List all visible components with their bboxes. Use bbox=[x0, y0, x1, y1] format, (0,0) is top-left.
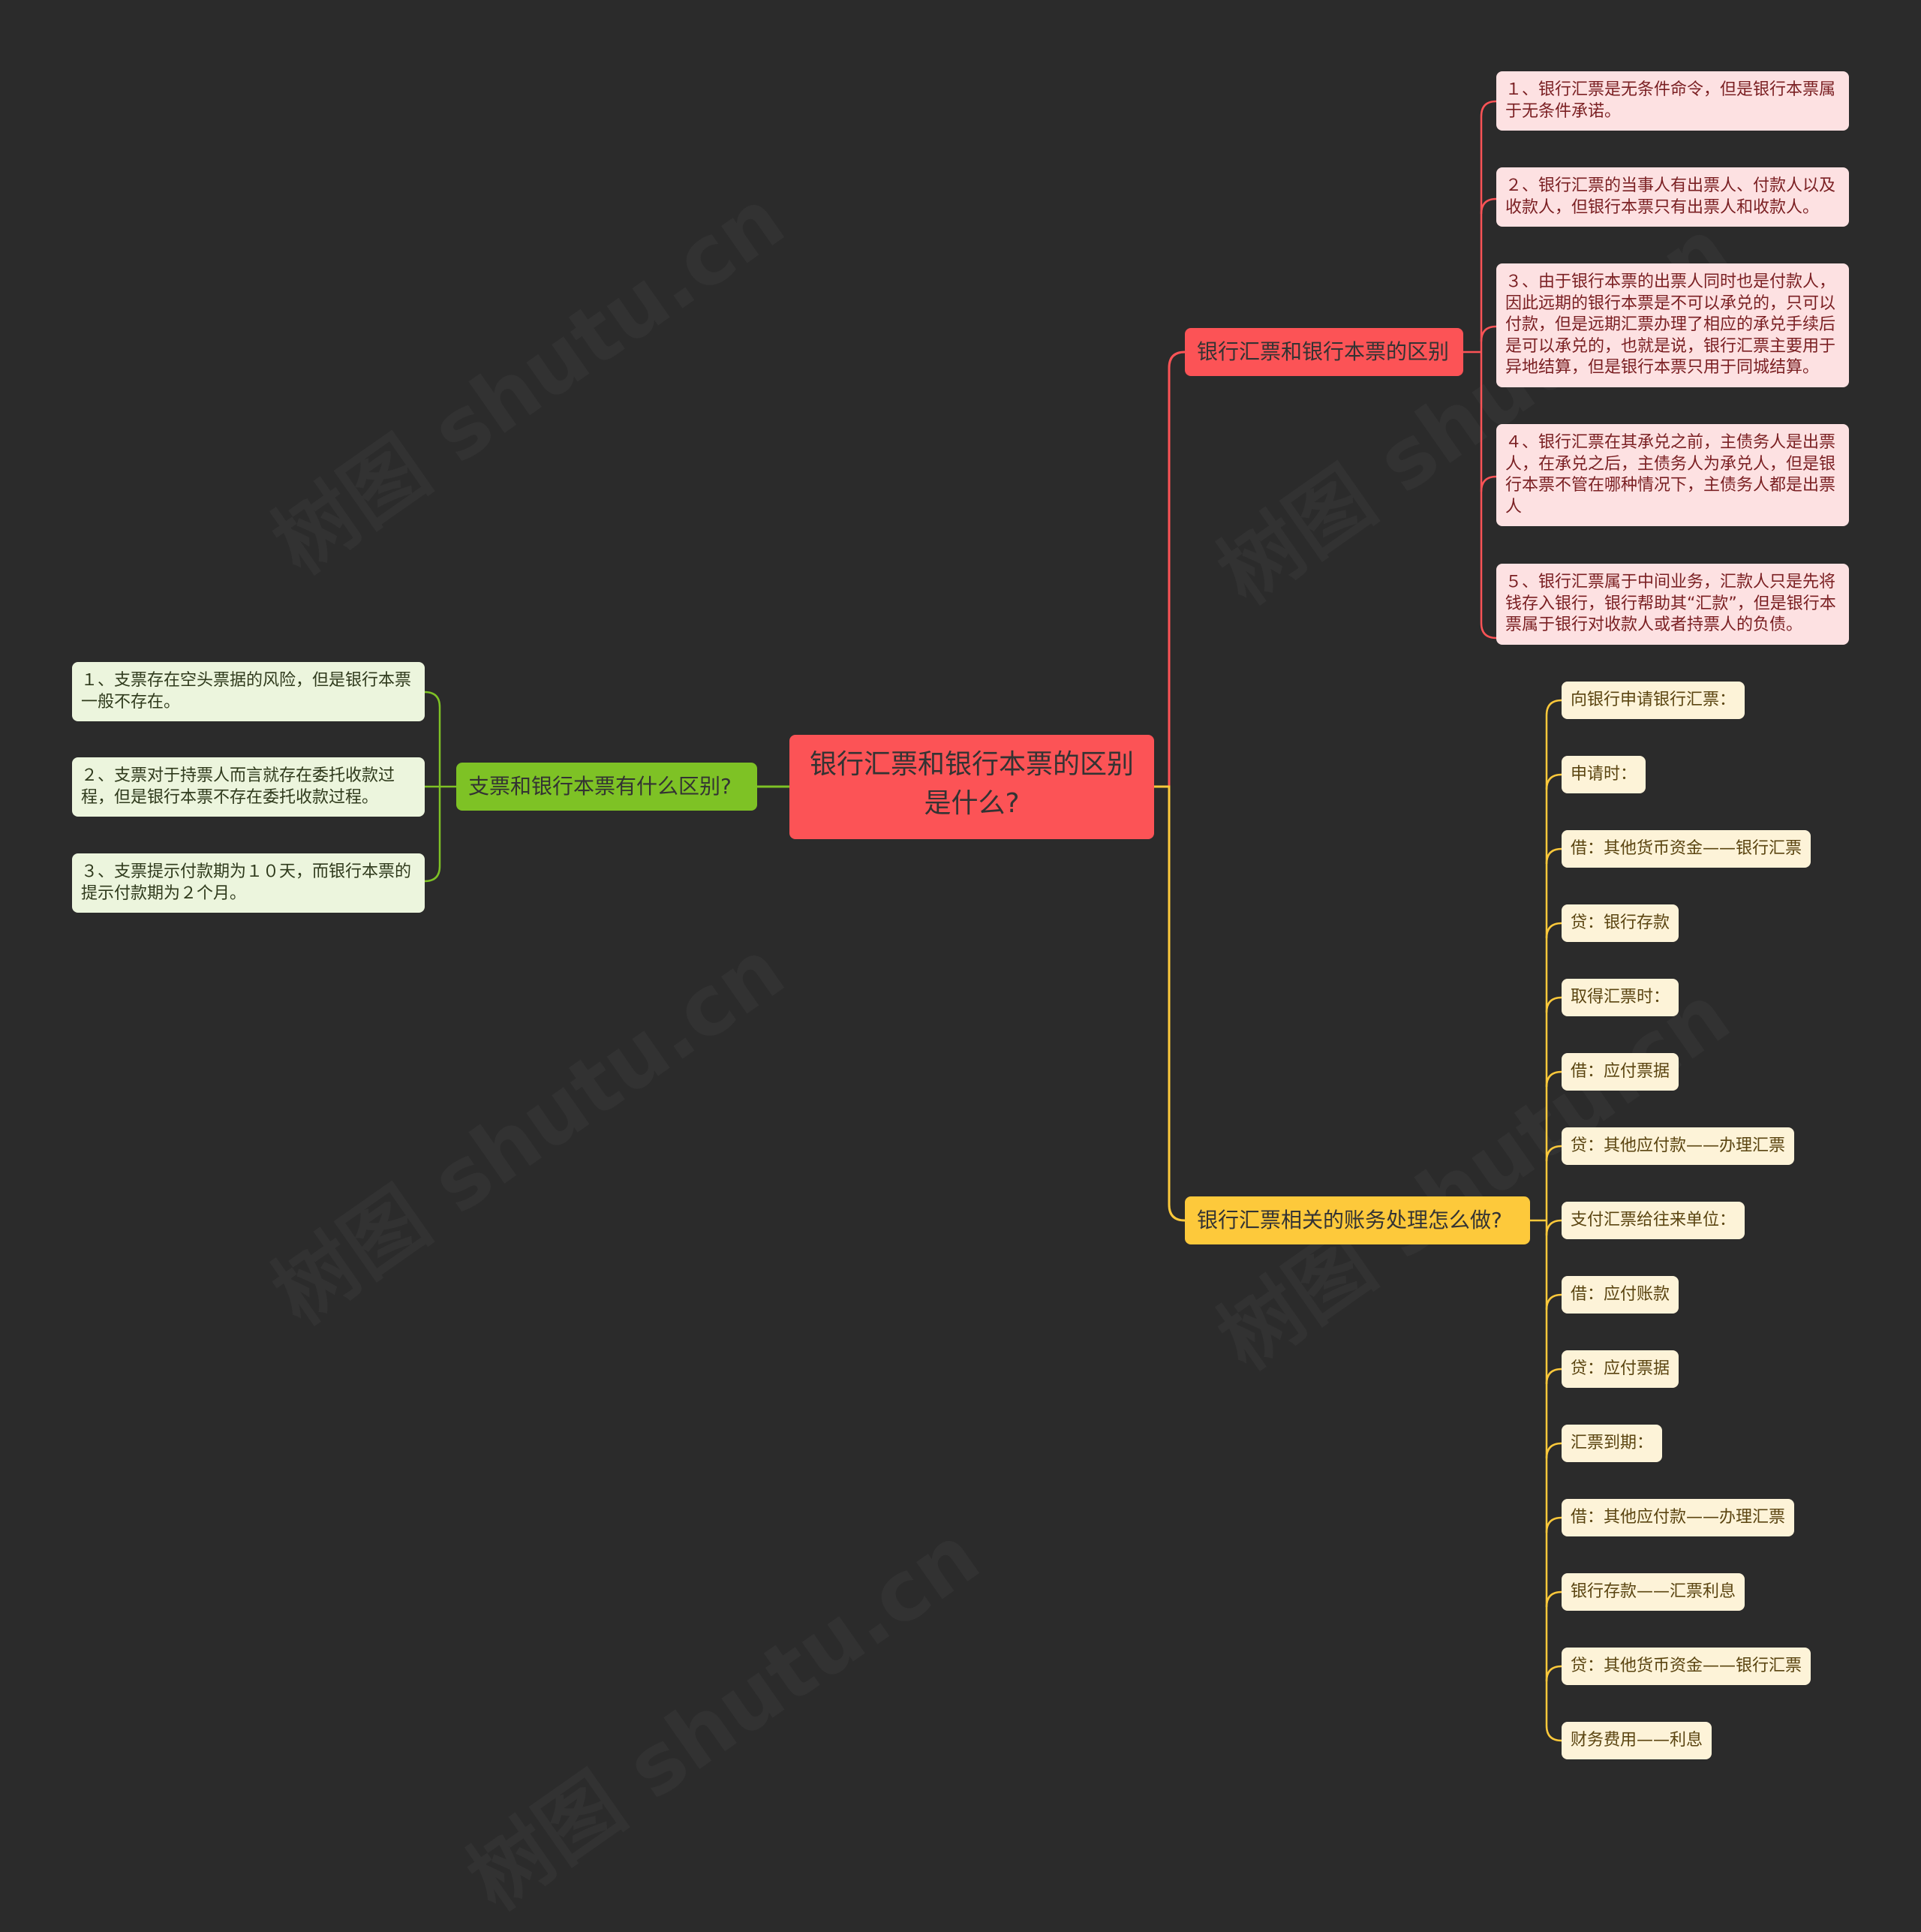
cheque-item-1[interactable]: １、支票存在空头票据的风险，但是银行本票一般不存在。 bbox=[72, 662, 425, 721]
link-root-accounting bbox=[1154, 785, 1186, 1222]
link-accounting-leaves bbox=[1545, 773, 1562, 1682]
cheque-item-3[interactable]: ３、支票提示付款期为１０天，而银行本票的提示付款期为２个月。 bbox=[72, 853, 425, 913]
link-diff-trunk bbox=[1463, 100, 1497, 639]
accounting-item-4[interactable]: 贷：银行存款 bbox=[1562, 904, 1679, 942]
accounting-item-10[interactable]: 贷：应付票据 bbox=[1562, 1350, 1679, 1388]
accounting-item-3[interactable]: 借：其他货币资金——银行汇票 bbox=[1562, 830, 1811, 868]
accounting-item-8[interactable]: 支付汇票给往来单位： bbox=[1562, 1202, 1745, 1239]
accounting-item-2[interactable]: 申请时： bbox=[1562, 756, 1646, 793]
connector-lines bbox=[424, 100, 1562, 1742]
accounting-item-7[interactable]: 贷：其他应付款——办理汇票 bbox=[1562, 1127, 1795, 1165]
link-accounting-trunk bbox=[1530, 699, 1562, 1742]
accounting-item-14[interactable]: 贷：其他货币资金——银行汇票 bbox=[1562, 1648, 1811, 1685]
accounting-item-11[interactable]: 汇票到期： bbox=[1562, 1425, 1663, 1462]
accounting-item-13[interactable]: 银行存款——汇票利息 bbox=[1562, 1573, 1745, 1611]
accounting-item-12[interactable]: 借：其他应付款——办理汇票 bbox=[1562, 1499, 1795, 1536]
diff-item-5[interactable]: ５、银行汇票属于中间业务，汇款人只是先将钱存入银行，银行帮助其“汇款”，但是银行… bbox=[1496, 564, 1849, 645]
branch-accounting[interactable]: 银行汇票相关的账务处理怎么做? bbox=[1185, 1196, 1530, 1244]
diff-item-1[interactable]: １、银行汇票是无条件命令，但是银行本票属于无条件承诺。 bbox=[1496, 71, 1849, 131]
accounting-item-15[interactable]: 财务费用——利息 bbox=[1562, 1722, 1712, 1759]
diff-item-2[interactable]: ２、银行汇票的当事人有出票人、付款人以及收款人，但银行本票只有出票人和收款人。 bbox=[1496, 167, 1849, 227]
accounting-item-5[interactable]: 取得汇票时： bbox=[1562, 979, 1679, 1016]
link-diff-4 bbox=[1480, 475, 1497, 492]
link-diff-2 bbox=[1480, 197, 1497, 215]
branch-cheque[interactable]: 支票和银行本票有什么区别? bbox=[456, 763, 757, 811]
diff-item-4[interactable]: ４、银行汇票在其承兑之前，主债务人是出票人，在承兑之后，主债务人为承兑人，但是银… bbox=[1496, 424, 1849, 526]
cheque-item-2[interactable]: ２、支票对于持票人而言就存在委托收款过程，但是银行本票不存在委托收款过程。 bbox=[72, 757, 425, 817]
accounting-item-1[interactable]: 向银行申请银行汇票： bbox=[1562, 682, 1745, 719]
root-topic[interactable]: 银行汇票和银行本票的区别是什么? bbox=[789, 735, 1154, 839]
diff-item-3[interactable]: ３、由于银行本票的出票人同时也是付款人，因此远期的银行本票是不可以承兑的，只可以… bbox=[1496, 263, 1849, 387]
branch-diff[interactable]: 银行汇票和银行本票的区别 bbox=[1185, 328, 1463, 376]
link-diff-3 bbox=[1480, 325, 1497, 342]
accounting-item-6[interactable]: 借：应付票据 bbox=[1562, 1053, 1679, 1091]
link-cheque-trunk bbox=[424, 691, 456, 883]
link-root-diff bbox=[1154, 351, 1186, 788]
mindmap-canvas: 树图 shutu.cn 树图 shutu.cn 树图 shutu.cn 树图 s… bbox=[72, 71, 1849, 1759]
accounting-item-9[interactable]: 借：应付账款 bbox=[1562, 1276, 1679, 1314]
